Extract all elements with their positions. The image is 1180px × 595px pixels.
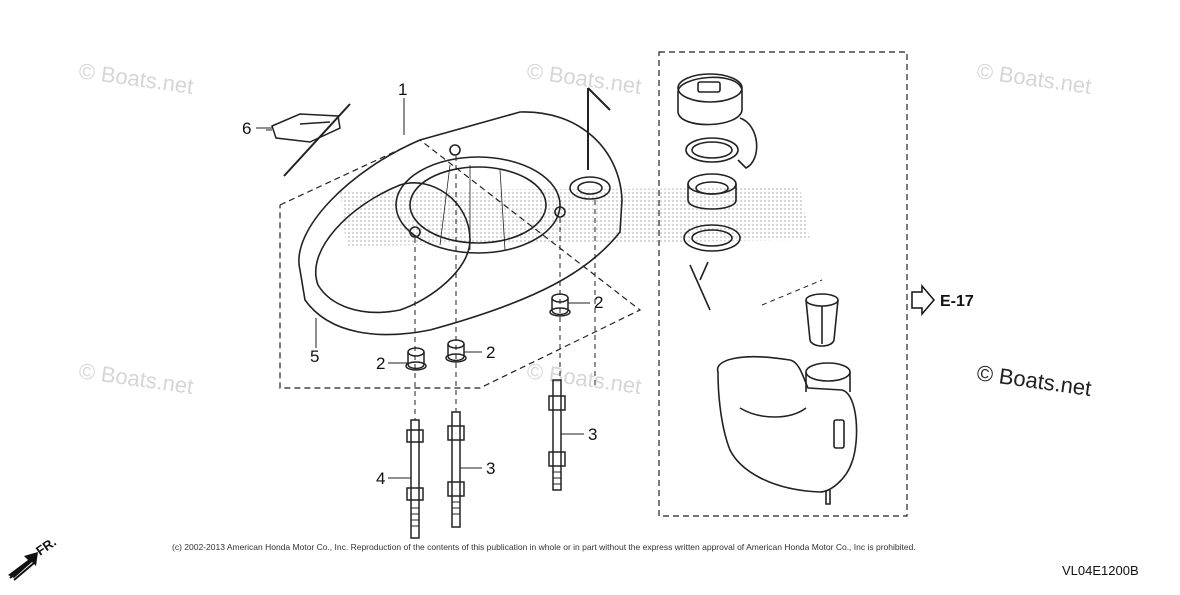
fuel-tank-group-box: [658, 51, 908, 517]
stipple-band: [340, 188, 810, 246]
diagram-code: VL04E1200B: [1062, 563, 1139, 578]
cap-gasket: [685, 137, 739, 163]
alignment-lines: [414, 87, 611, 420]
stud-long: [406, 419, 424, 539]
filler-neck-nut: [687, 173, 737, 210]
watermark-5: © Boats.net: [525, 358, 643, 399]
grommet-left: [405, 347, 427, 371]
watermark-boats-net: © Boats.net: [975, 360, 1093, 401]
clip-part: [266, 103, 351, 177]
callout-2-center: 2: [486, 343, 495, 362]
fuel-strainer: [805, 293, 839, 347]
fuel-tank-leaders: [689, 261, 823, 311]
front-arrow: FR.: [8, 534, 59, 581]
callout-3-center: 3: [486, 459, 495, 478]
callout-5: 5: [310, 347, 319, 366]
copyright-notice: (c) 2002-2013 American Honda Motor Co., …: [172, 542, 916, 552]
watermark-2: © Boats.net: [525, 58, 643, 99]
callout-1: 1: [398, 80, 407, 99]
reference-arrow: E-17: [911, 283, 974, 317]
fuel-cap: [677, 73, 758, 169]
callout-2-left: 2: [376, 354, 385, 373]
callout-4: 4: [376, 469, 385, 488]
fuel-tank-body: [716, 355, 858, 505]
stud-center: [447, 411, 465, 528]
callout-6: 6: [242, 119, 251, 138]
watermark-3: © Boats.net: [975, 58, 1093, 99]
reference-code: E-17: [940, 293, 974, 310]
watermark-1: © Boats.net: [77, 58, 195, 99]
leader-lines: [256, 98, 590, 479]
stud-right: [548, 379, 566, 491]
watermark-4: © Boats.net: [77, 358, 195, 399]
callout-3-right: 3: [588, 425, 597, 444]
tank-cover: [298, 111, 623, 336]
callout-2-right: 2: [594, 293, 603, 312]
filler-seal: [683, 224, 741, 252]
